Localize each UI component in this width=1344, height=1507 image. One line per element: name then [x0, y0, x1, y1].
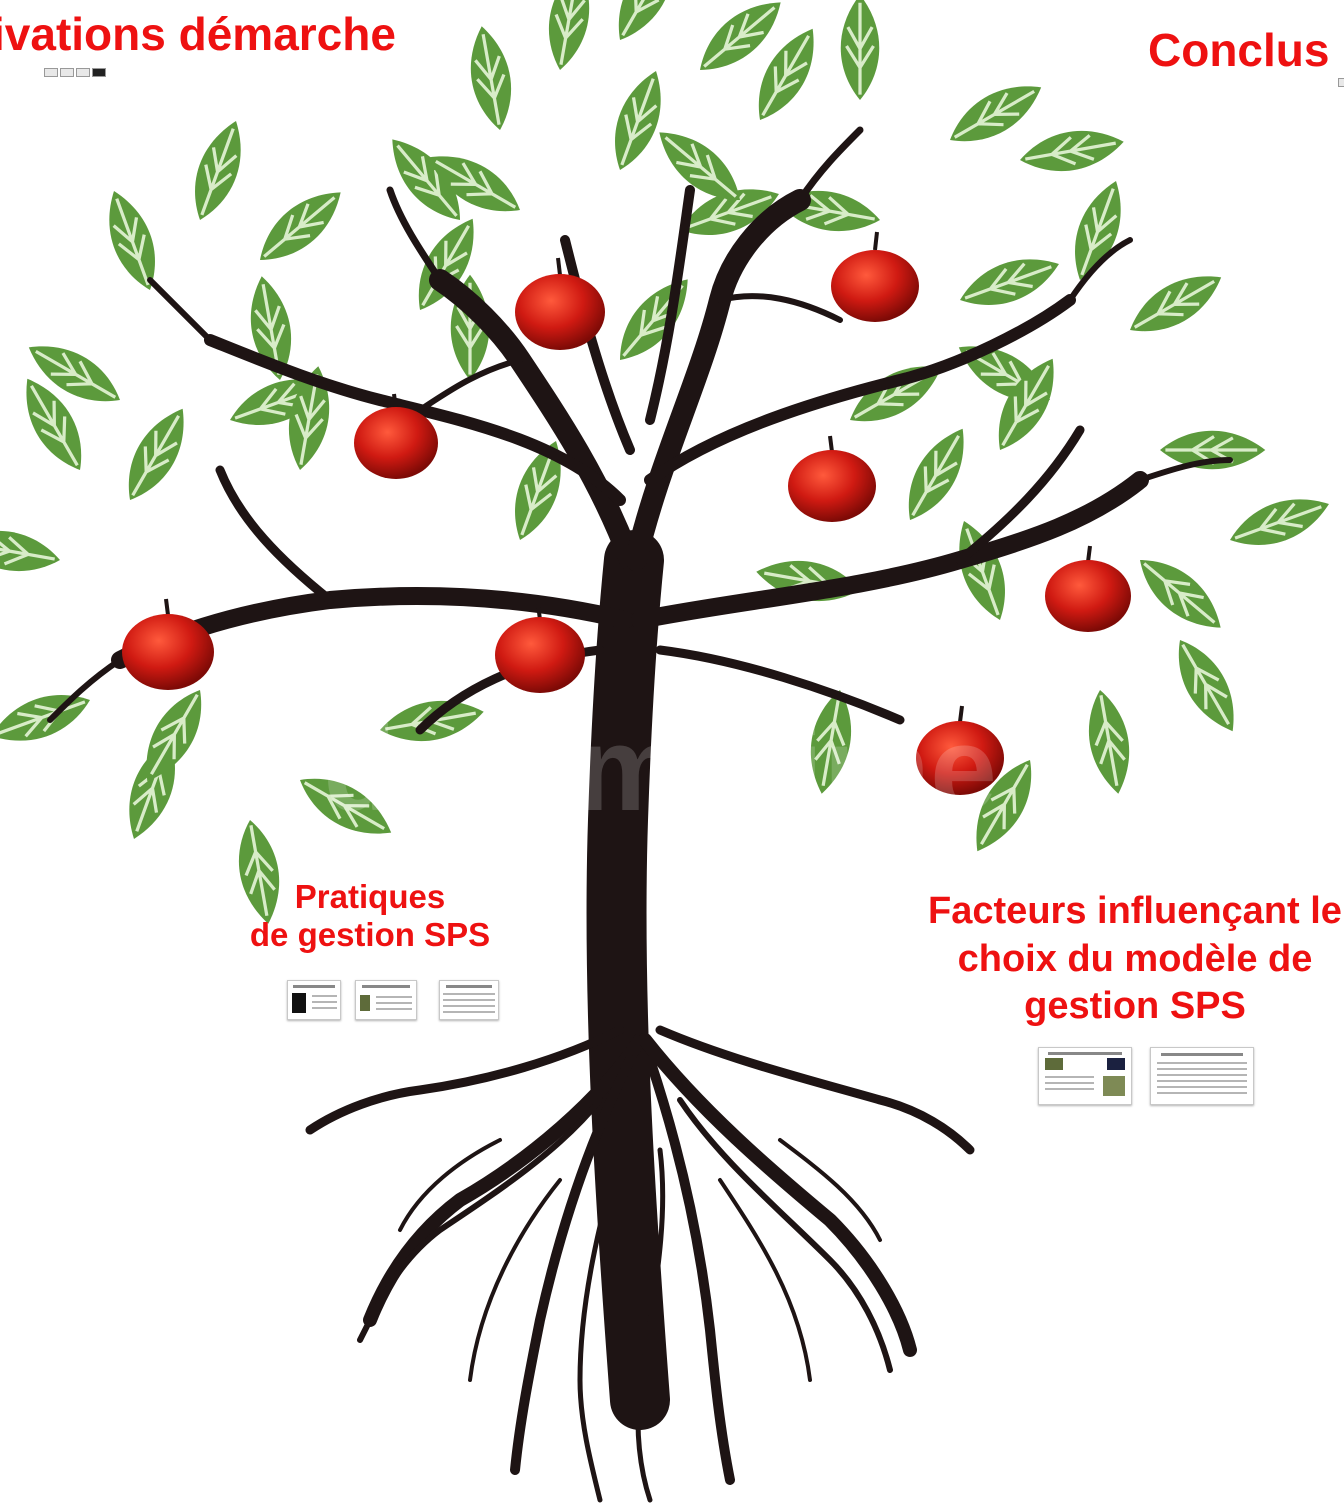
thumbnail[interactable] — [76, 68, 90, 77]
leaf — [1081, 687, 1137, 797]
motivations-frame-thumbnails[interactable] — [44, 68, 106, 77]
leaf — [113, 399, 199, 509]
watermark-text: dreamstime — [323, 702, 997, 836]
leaf — [602, 64, 674, 176]
section-title-conclusion[interactable]: Conclus — [1148, 24, 1329, 77]
thumbnail[interactable] — [1150, 1047, 1254, 1105]
leaf — [841, 0, 880, 100]
pratiques-title-line1: Pratiques — [210, 878, 530, 916]
leaf — [1128, 545, 1233, 642]
thumbnail[interactable] — [287, 980, 341, 1020]
leaf — [940, 71, 1050, 157]
leaf — [1017, 123, 1127, 179]
leaf — [603, 0, 689, 50]
section-title-facteurs[interactable]: Facteurs influençant le choix du modèle … — [900, 888, 1344, 1031]
leaf — [893, 419, 979, 529]
thumbnail[interactable] — [1338, 78, 1344, 87]
thumbnail[interactable] — [92, 68, 106, 77]
apple — [1045, 546, 1131, 632]
section-title-pratiques[interactable]: Pratiques de gestion SPS — [210, 878, 530, 954]
leaf — [605, 267, 702, 372]
leaf — [1163, 630, 1249, 740]
apple — [122, 599, 214, 690]
apple — [788, 436, 876, 522]
apple — [831, 232, 919, 322]
thumbnail[interactable] — [1038, 1047, 1132, 1105]
thumbnail[interactable] — [439, 980, 499, 1020]
leaf — [541, 0, 597, 73]
leaf — [1120, 261, 1230, 347]
leaf — [182, 114, 254, 226]
leaf — [1062, 174, 1134, 286]
thumbnail[interactable] — [60, 68, 74, 77]
leaf — [248, 178, 353, 275]
leaf — [1223, 486, 1335, 558]
facteurs-frame-thumbnails[interactable] — [1038, 1047, 1254, 1105]
pratiques-frame-thumbnails[interactable] — [287, 980, 499, 1020]
section-title-motivations[interactable]: ivations démarche — [0, 8, 396, 61]
leaf — [946, 514, 1018, 626]
leaf — [463, 23, 519, 133]
leaf — [953, 246, 1065, 318]
thumbnail[interactable] — [44, 68, 58, 77]
conclusion-frame-thumbnails[interactable] — [1338, 78, 1344, 87]
leaf — [0, 523, 63, 579]
thumbnail[interactable] — [355, 980, 417, 1020]
leaf — [96, 184, 168, 296]
apple — [515, 258, 605, 350]
pratiques-title-line2: de gestion SPS — [210, 916, 530, 954]
